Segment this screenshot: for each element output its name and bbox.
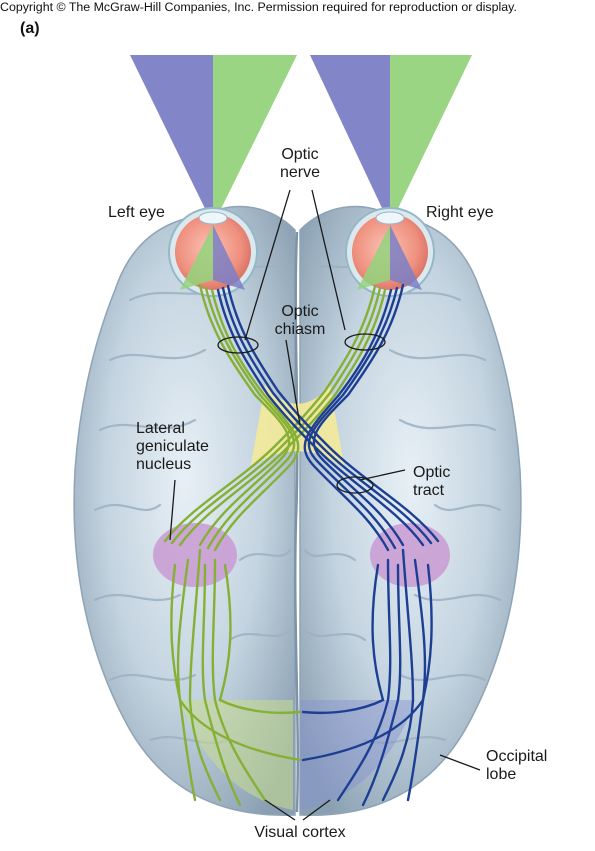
label-optic-chiasm: Optic chiasm <box>268 303 332 339</box>
label-lgn-line3: nucleus <box>136 456 192 473</box>
right-visual-cortex-area <box>300 700 415 810</box>
label-optic-tract: Optic tract <box>413 464 450 500</box>
label-optic-tract-line2: tract <box>413 482 445 499</box>
left-eye-field-blue <box>130 55 213 225</box>
label-optic-tract-line1: Optic <box>413 464 451 481</box>
blue-pathway <box>216 283 440 807</box>
copyright-notice: Copyright © The McGraw-Hill Companies, I… <box>0 0 517 14</box>
right-lateral-geniculate-nucleus <box>370 523 450 587</box>
label-visual-cortex: Visual cortex <box>254 824 346 841</box>
label-lateral-geniculate-nucleus: Lateral geniculate nucleus <box>136 420 209 474</box>
label-optic-chiasm-line1: Optic <box>281 303 319 320</box>
right-eye-field-blue <box>310 55 390 225</box>
right-eye <box>345 207 435 297</box>
brain <box>73 205 522 816</box>
label-occipital-line2: lobe <box>486 766 517 783</box>
panel-label: (a) <box>20 20 40 37</box>
label-lgn-line2: geniculate <box>136 438 209 455</box>
right-eye-field-green <box>390 55 472 225</box>
label-optic-nerve-line1: Optic <box>281 146 319 163</box>
label-optic-chiasm-line2: chiasm <box>274 321 326 338</box>
label-occipital-line1: Occipital <box>486 748 548 765</box>
label-optic-nerve-line2: nerve <box>279 164 321 181</box>
label-occipital-lobe: Occipital lobe <box>486 748 547 784</box>
label-lgn-line1: Lateral <box>136 420 185 437</box>
label-left-eye: Left eye <box>108 204 165 221</box>
left-lateral-geniculate-nucleus <box>153 523 237 587</box>
label-right-eye: Right eye <box>426 204 494 221</box>
label-optic-nerve: Optic nerve <box>270 146 330 182</box>
left-eye-field-green <box>213 55 297 225</box>
leader-lines <box>169 189 481 821</box>
left-eye <box>168 207 258 297</box>
visual-fields <box>130 55 472 225</box>
green-pathway <box>163 283 387 807</box>
longitudinal-fissure <box>293 231 300 813</box>
